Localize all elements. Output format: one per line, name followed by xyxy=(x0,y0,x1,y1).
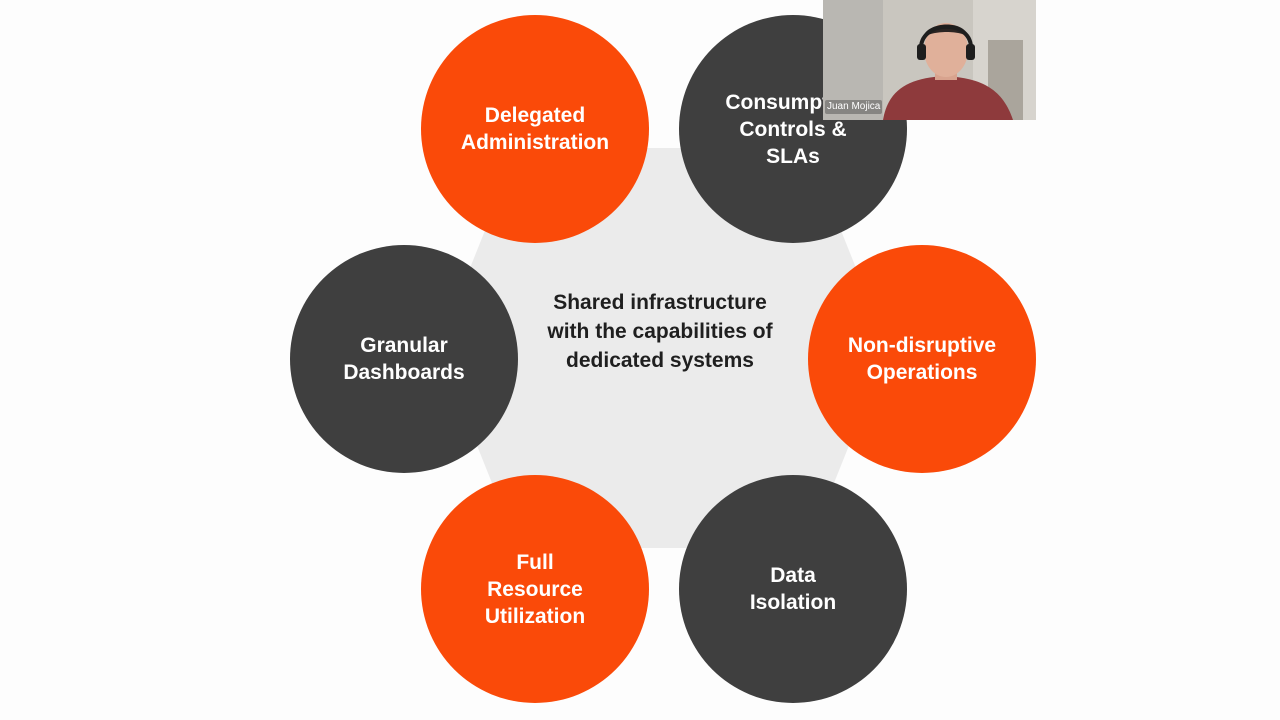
node-delegated-administration: Delegated Administration xyxy=(421,15,649,243)
speaker-name-label: Juan Mojica xyxy=(825,100,883,114)
node-full-resource-utilization: Full Resource Utilization xyxy=(421,475,649,703)
speaker-video-tile[interactable]: Juan Mojica xyxy=(823,0,1036,120)
node-data-isolation: Data Isolation xyxy=(679,475,907,703)
node-non-disruptive-operations: Non-disruptive Operations xyxy=(808,245,1036,473)
center-label: Shared infrastructure with the capabilit… xyxy=(547,291,773,372)
speaker-video-image xyxy=(823,0,1036,120)
node-granular-dashboards: Granular Dashboards xyxy=(290,245,518,473)
